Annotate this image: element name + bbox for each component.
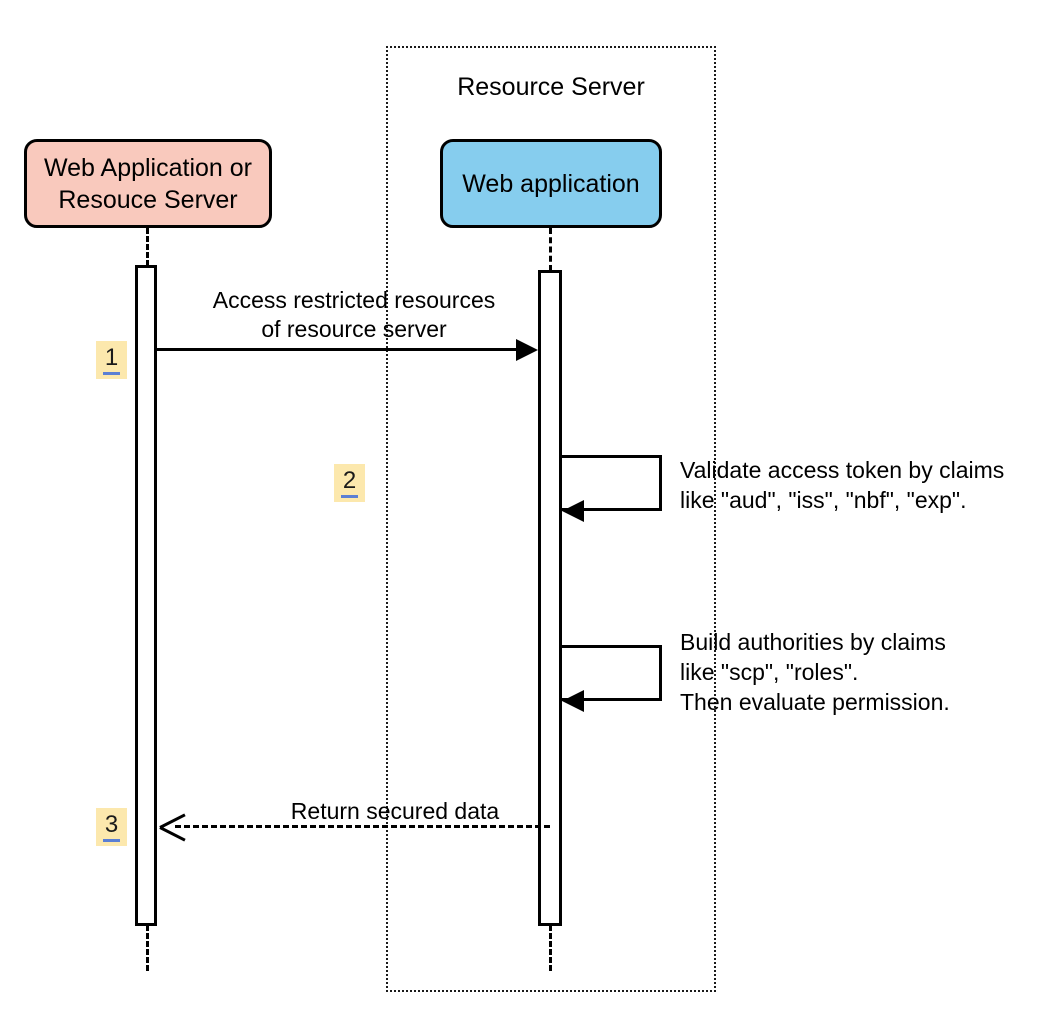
message-3-note: Build authorities by claims like "scp", … <box>680 629 950 715</box>
step-badge-2[interactable]: 2 <box>334 464 365 502</box>
message-2-note: Validate access token by claims like "au… <box>680 457 1005 513</box>
step-badge-3[interactable]: 3 <box>96 808 127 846</box>
message-3-selfcall-loop <box>562 645 662 701</box>
activation-bar-server <box>538 270 562 926</box>
step-badge-2-number: 2 <box>340 468 359 498</box>
lifeline-client-top <box>146 228 149 266</box>
message-4-line <box>175 825 550 828</box>
participant-server-box[interactable]: Web application <box>440 139 662 228</box>
participant-client-label: Web Application or Resouce Server <box>44 153 252 214</box>
message-1-arrowhead-icon <box>516 339 538 361</box>
message-1-line <box>157 348 521 351</box>
message-1-label: Access restricted resources of resource … <box>212 287 496 342</box>
message-4-label: Return secured data <box>290 798 500 824</box>
message-2-selfcall-loop <box>562 455 662 511</box>
resource-server-frame-label: Resource Server <box>457 73 645 101</box>
participant-server-label: Web application <box>462 169 640 198</box>
resource-server-frame <box>386 46 716 992</box>
lifeline-client-bottom <box>146 925 149 971</box>
step-badge-1-number: 1 <box>102 345 121 375</box>
message-2-arrowhead-icon <box>562 500 584 522</box>
lifeline-server-bottom <box>549 925 552 971</box>
message-3-arrowhead-icon <box>562 690 584 712</box>
activation-bar-client <box>135 265 157 926</box>
participant-client-box[interactable]: Web Application or Resouce Server <box>24 139 272 228</box>
step-badge-1[interactable]: 1 <box>96 341 127 379</box>
message-4-arrowhead-icon <box>160 813 186 839</box>
step-badge-3-number: 3 <box>102 812 121 842</box>
lifeline-server-top <box>549 228 552 271</box>
